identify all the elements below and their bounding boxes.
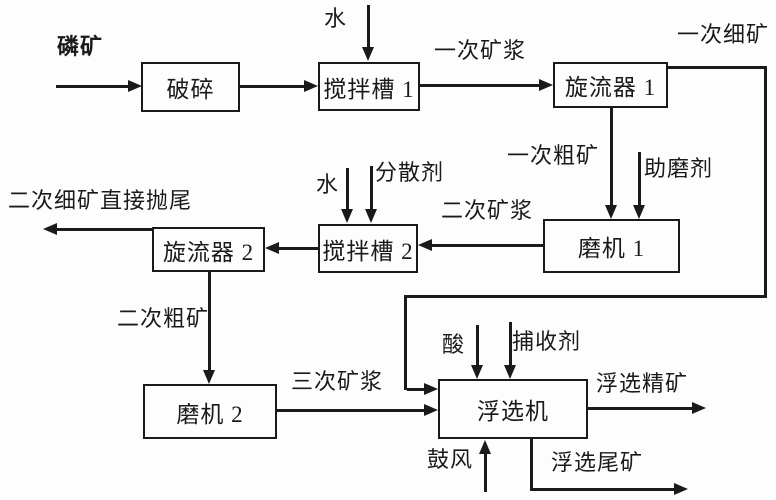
arrowhead-down-icon [365, 209, 377, 223]
flow-line-tailings-right [530, 488, 676, 491]
stream-label-water2: 水 [316, 172, 340, 197]
arrowhead-right-icon [539, 79, 553, 91]
flow-line-concentrate [588, 407, 694, 410]
process-box-mill-2: 磨机 2 [143, 384, 277, 439]
flow-line-air-blast [484, 452, 487, 492]
process-box-label: 旋流器 2 [162, 239, 255, 265]
stream-label-coarse1: 一次粗矿 [507, 143, 600, 168]
process-box-label: 磨机 1 [577, 236, 646, 261]
process-box-label: 旋流器 1 [564, 75, 657, 100]
stream-label-acid: 酸 [442, 332, 466, 357]
stream-label-fine1: 一次细矿 [677, 22, 770, 47]
flow-line-coarse1 [610, 108, 613, 207]
arrowhead-left-icon [43, 223, 57, 235]
stream-label-dispersant: 分散剂 [375, 160, 445, 185]
input-label-phosphate-ore: 磷矿 [57, 34, 104, 59]
arrowhead-left-icon [265, 242, 279, 254]
flow-line-fine1-top [668, 66, 767, 69]
flow-line-fine1-rightedge [764, 66, 767, 298]
stream-label-slurry3: 三次矿浆 [291, 369, 384, 394]
flow-line-slurry2 [430, 244, 543, 247]
arrowhead-right-icon [424, 383, 438, 395]
process-box-mixing-tank-1: 搅拌槽 1 [318, 62, 420, 111]
flow-line-fine1-across [404, 295, 767, 298]
flow-line-slurry1 [420, 84, 541, 87]
process-box-cyclone-1: 旋流器 1 [553, 62, 668, 108]
process-box-flotation: 浮选机 [438, 379, 588, 439]
stream-label-water1: 水 [324, 6, 348, 31]
process-box-label: 搅拌槽 2 [322, 238, 414, 264]
flow-line-coarse2 [208, 272, 211, 372]
arrowhead-down-icon [504, 365, 516, 379]
arrowhead-down-icon [633, 205, 645, 219]
flow-line-slurry3 [277, 409, 426, 412]
process-box-label: 破碎 [166, 77, 215, 102]
arrowhead-down-icon [203, 370, 215, 384]
process-box-label: 磨机 2 [176, 401, 244, 427]
arrowhead-down-icon [605, 205, 617, 219]
flow-line-water1 [367, 5, 370, 49]
process-box-label: 搅拌槽 1 [323, 76, 415, 102]
flow-line-dispersant [370, 166, 373, 210]
flow-line-grind-aid [638, 152, 641, 207]
arrowhead-down-icon [471, 365, 483, 379]
stream-label-coarse2: 二次粗矿 [117, 306, 210, 331]
flow-line-tailings-down [530, 439, 533, 491]
process-box-mixing-tank-2: 搅拌槽 2 [318, 224, 418, 273]
stream-label-concentrate: 浮选精矿 [596, 371, 689, 396]
arrowhead-up-icon [479, 440, 491, 454]
arrowhead-right-icon [692, 402, 706, 414]
arrowhead-down-icon [341, 209, 353, 223]
arrowhead-right-icon [304, 80, 318, 92]
stream-label-grind-aid: 助磨剂 [644, 156, 714, 181]
stream-label-slurry1: 一次矿浆 [434, 38, 527, 63]
arrowhead-down-icon [362, 47, 374, 61]
flow-line-feed [56, 85, 130, 88]
process-box-crushing: 破碎 [141, 62, 240, 112]
stream-label-slurry2: 二次矿浆 [441, 198, 534, 223]
flow-line-crush-to-tank1 [240, 85, 306, 88]
stream-label-collector: 捕收剂 [512, 329, 582, 354]
flow-line-fine1-down [404, 295, 407, 390]
process-box-label: 浮选机 [477, 399, 549, 424]
flow-line-water2 [346, 168, 349, 210]
arrowhead-left-icon [418, 239, 432, 251]
flow-line-tank2-to-cyclone2 [279, 247, 318, 250]
process-box-mill-1: 磨机 1 [543, 219, 680, 273]
flow-line-fine2-discard [55, 228, 153, 231]
flow-line-collector [509, 322, 512, 367]
arrowhead-right-icon [674, 483, 688, 495]
process-box-cyclone-2: 旋流器 2 [152, 227, 265, 272]
stream-label-air-blast: 鼓风 [427, 447, 474, 472]
arrowhead-right-icon [128, 80, 142, 92]
flow-line-acid [476, 325, 479, 367]
stream-label-tailings: 浮选尾矿 [551, 450, 644, 475]
flow-line-fine1-into-flotation [407, 388, 426, 391]
arrowhead-right-icon [424, 404, 438, 416]
stream-label-fine2-discard: 二次细矿直接抛尾 [8, 188, 193, 213]
